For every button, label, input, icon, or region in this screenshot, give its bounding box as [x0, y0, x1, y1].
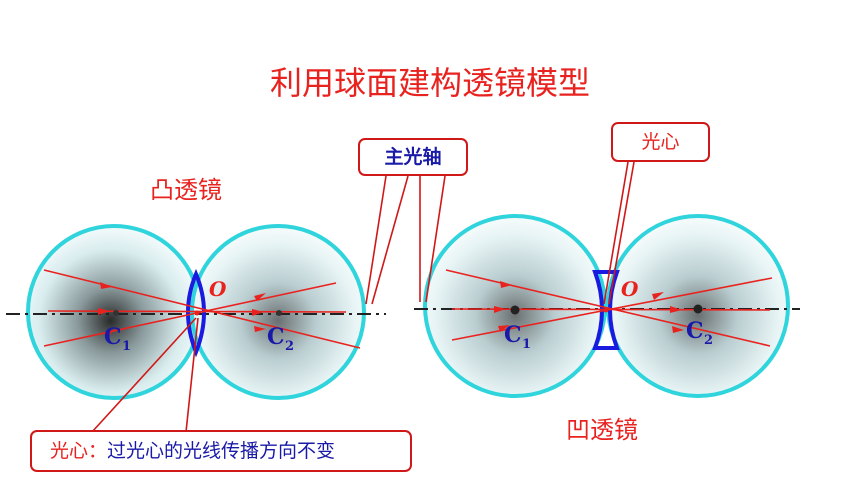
- concave-arrow-6: [672, 326, 684, 333]
- optical-center-note-term: 光心：: [50, 440, 108, 462]
- convex-o-point: [194, 310, 200, 316]
- concave-arrow-4: [652, 292, 664, 300]
- concave-lens-group: O C 1 C 2: [414, 214, 800, 398]
- callout-leader-lines: [91, 161, 635, 433]
- convex-arrow-5: [252, 309, 264, 316]
- optical-center-note-desc: 过光心的光线传播方向不变: [107, 440, 336, 462]
- concave-c2-point: [693, 304, 703, 314]
- convex-c1-label: C: [104, 324, 122, 350]
- optical-center-callout: 光心: [611, 122, 710, 162]
- convex-arrow-3: [98, 308, 110, 315]
- principal-axis-callout: 主光轴: [358, 138, 468, 176]
- concave-c2-label: C: [686, 318, 704, 344]
- axis-leader-4: [425, 175, 446, 303]
- concave-arrow-1: [500, 281, 512, 288]
- page-title: 利用球面建构透镜模型: [269, 64, 590, 102]
- bottom-leader-1: [91, 317, 197, 433]
- axis-leader-2: [371, 175, 409, 305]
- axis-leader-1: [365, 175, 387, 305]
- concave-arrow-2: [498, 325, 510, 332]
- convex-lens-label: 凸透镜: [150, 176, 222, 204]
- convex-lens-group: O C 1 C 2: [6, 224, 386, 400]
- convex-ray-1: [43, 269, 361, 349]
- convex-c2-label: C: [267, 324, 285, 350]
- convex-arrow-2: [104, 329, 115, 338]
- concave-lens-label: 凹透镜: [566, 416, 638, 444]
- concave-o-label: O: [621, 277, 639, 301]
- convex-arrow-4: [254, 293, 266, 301]
- bottom-leader-2: [185, 317, 199, 433]
- convex-ray-2: [43, 282, 337, 347]
- concave-c1-point: [510, 305, 520, 315]
- convex-arrow-6: [254, 326, 266, 332]
- convex-c2-point: [276, 310, 282, 316]
- center-leader-1: [603, 161, 629, 305]
- convex-c1-subscript: 1: [122, 339, 131, 354]
- optical-center-note: 光心：过光心的光线传播方向不变: [30, 430, 412, 472]
- convex-c1-point: [113, 310, 119, 316]
- convex-arrow-1: [100, 282, 112, 289]
- convex-o-label: O: [209, 277, 227, 301]
- concave-c2-subscript: 2: [704, 333, 713, 348]
- concave-c1-subscript: 1: [522, 337, 531, 352]
- concave-c1-label: C: [504, 322, 522, 348]
- concave-arrow-3: [494, 306, 506, 313]
- concave-o-point: [603, 307, 609, 313]
- convex-lens-shape: [186, 268, 206, 358]
- concave-ray-1: [445, 269, 771, 347]
- concave-arrow-5: [670, 306, 682, 313]
- center-leader-2: [608, 161, 635, 305]
- convex-c2-subscript: 2: [285, 339, 294, 354]
